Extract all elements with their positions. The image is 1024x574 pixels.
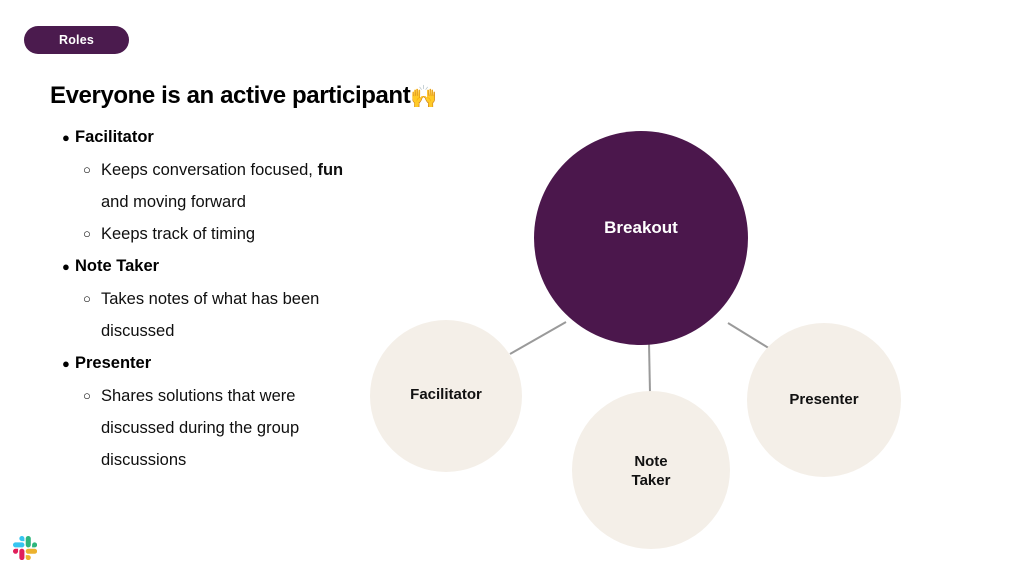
role-name: Presenter — [75, 353, 152, 372]
role-heading: ● Facilitator — [62, 121, 395, 154]
list-item: ○ Keeps track of timing — [83, 218, 395, 250]
diagram-node-facilitator: Facilitator — [370, 320, 522, 472]
role-detail-text: Takes notes of what has been discussed — [101, 289, 320, 340]
connector-breakout-facilitator — [509, 321, 567, 355]
role-details-list: ○ Takes notes of what has been discussed — [50, 283, 395, 347]
connector-breakout-notetaker — [648, 342, 651, 394]
diagram-node-label: Presenter — [789, 390, 859, 408]
list-item: ● Presenter ○ Shares solutions that were… — [50, 347, 395, 476]
hollow-bullet-icon: ○ — [83, 225, 91, 241]
role-details-list: ○ Shares solutions that were discussed d… — [50, 380, 395, 476]
roles-diagram: Breakout Facilitator Note Taker Presente… — [350, 110, 950, 570]
hollow-bullet-icon: ○ — [83, 290, 91, 306]
filled-bullet-icon: ● — [62, 258, 70, 274]
diagram-node-label: Note Taker — [631, 453, 671, 489]
role-name: Facilitator — [75, 127, 154, 146]
list-item: ● Facilitator ○ Keeps conversation focus… — [50, 121, 395, 250]
role-detail-text: Keeps track of timing — [101, 224, 256, 243]
filled-bullet-icon: ● — [62, 355, 70, 371]
raising-hands-icon: 🙌 — [410, 84, 438, 109]
role-name: Note Taker — [75, 256, 160, 275]
role-details-list: ○ Keeps conversation focused, fun and mo… — [50, 154, 395, 250]
content-column: Everyone is an active participant🙌 ● Fac… — [50, 82, 438, 476]
page-title-text: Everyone is an active participant — [50, 82, 411, 109]
role-detail-text: Shares solutions that were discussed dur… — [101, 386, 300, 469]
list-item: ○ Shares solutions that were discussed d… — [83, 380, 395, 476]
hollow-bullet-icon: ○ — [83, 387, 91, 403]
slack-logo-icon — [13, 536, 37, 560]
roles-badge-label: Roles — [58, 33, 95, 47]
role-heading: ● Presenter — [62, 347, 395, 380]
diagram-node-label: Facilitator — [410, 385, 482, 403]
diagram-node-label: Breakout — [604, 218, 678, 238]
roles-list: ● Facilitator ○ Keeps conversation focus… — [50, 121, 395, 476]
roles-badge: Roles — [24, 26, 129, 54]
page-title: Everyone is an active participant🙌 — [50, 82, 438, 111]
list-item: ● Note Taker ○ Takes notes of what has b… — [50, 250, 395, 347]
list-item: ○ Keeps conversation focused, fun and mo… — [83, 154, 395, 218]
role-detail-text: Keeps conversation focused, fun and movi… — [101, 160, 344, 211]
filled-bullet-icon: ● — [62, 129, 70, 145]
diagram-node-breakout: Breakout — [534, 131, 748, 345]
diagram-node-note-taker: Note Taker — [572, 391, 730, 549]
list-item: ○ Takes notes of what has been discussed — [83, 283, 395, 347]
hollow-bullet-icon: ○ — [83, 161, 91, 177]
diagram-node-presenter: Presenter — [747, 323, 901, 477]
role-heading: ● Note Taker — [62, 250, 395, 283]
